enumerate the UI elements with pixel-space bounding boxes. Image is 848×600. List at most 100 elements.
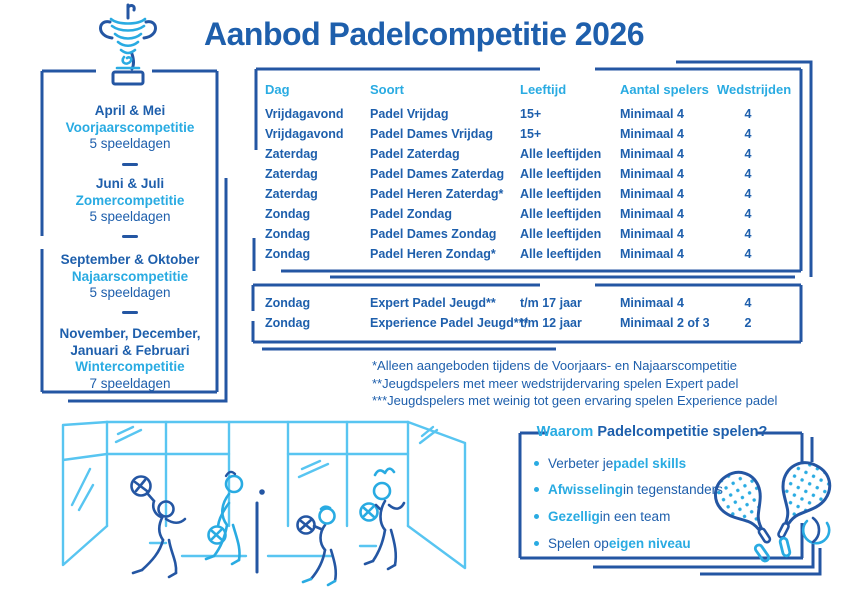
cell-soort: Padel Dames Zaterdag bbox=[370, 167, 505, 181]
bullet-highlight: padel skills bbox=[613, 455, 687, 471]
bullet-text: Spelen op bbox=[548, 535, 609, 551]
why-bullet: Spelen op eigen niveau bbox=[534, 530, 723, 557]
speeldagen-label: 5 speeldagen bbox=[89, 209, 171, 224]
cell-soort: Padel Dames Zondag bbox=[370, 227, 497, 241]
bullet-dot-icon bbox=[534, 460, 539, 466]
cell-wedstrijden: 4 bbox=[744, 147, 752, 161]
months-label: Juni & Juli bbox=[95, 176, 165, 191]
padel-court-illustration bbox=[61, 420, 467, 587]
cell-leeftijd: 15+ bbox=[520, 107, 542, 121]
cell-spelers: Minimaal 4 bbox=[620, 167, 684, 181]
cell-wedstrijden: 4 bbox=[744, 187, 752, 201]
cell-leeftijd: Alle leeftijden bbox=[520, 247, 602, 261]
cell-dag: Zondag bbox=[265, 207, 311, 221]
footnote: **Jeugdspelers met meer wedstrijdervarin… bbox=[372, 375, 739, 391]
cell-soort: Expert Padel Jeugd** bbox=[370, 296, 496, 310]
cell-dag: Zaterdag bbox=[265, 167, 318, 181]
bullet-highlight: Afwisseling bbox=[548, 482, 624, 498]
why-box-title: Waarom Padelcompetitie spelen? bbox=[537, 424, 768, 440]
cell-wedstrijden: 4 bbox=[744, 127, 752, 141]
why-bullet-list: Verbeter je padel skills Afwisseling in … bbox=[534, 450, 723, 556]
page-title: Aanbod Padelcompetitie 2026 bbox=[204, 16, 644, 52]
cell-soort: Padel Zaterdag bbox=[370, 147, 460, 161]
cell-leeftijd: Alle leeftijden bbox=[520, 167, 602, 181]
months-label: September & Oktober bbox=[60, 252, 200, 267]
bullet-dot-icon bbox=[534, 513, 539, 519]
bullet-text: in een team bbox=[599, 508, 671, 524]
competition-name: Najaarscompetitie bbox=[71, 268, 189, 284]
season-block: November, December, Januari & Februari W… bbox=[42, 326, 218, 392]
bullet-text: in tegenstanders bbox=[623, 482, 723, 498]
competition-table: Dag Soort Leeftijd Aantal spelers Wedstr… bbox=[265, 79, 792, 264]
season-block: September & Oktober Najaarscompetitie 5 … bbox=[42, 252, 218, 302]
cell-dag: Zaterdag bbox=[265, 147, 318, 161]
divider-dash bbox=[122, 311, 138, 314]
season-block: Juni & Juli Zomercompetitie 5 speeldagen bbox=[42, 176, 218, 226]
cell-dag: Zondag bbox=[265, 227, 311, 241]
cell-leeftijd: t/m 12 jaar bbox=[520, 316, 582, 330]
cell-spelers: Minimaal 4 bbox=[620, 227, 684, 241]
cell-spelers: Minimaal 4 bbox=[620, 247, 684, 261]
cell-wedstrijden: 4 bbox=[744, 227, 752, 241]
cell-spelers: Minimaal 4 bbox=[620, 147, 684, 161]
season-block: April & Mei Voorjaarscompetitie 5 speeld… bbox=[42, 103, 218, 153]
cell-spelers: Minimaal 4 bbox=[620, 187, 684, 201]
months-label: November, December, Januari & Februari bbox=[59, 326, 201, 358]
col-header-aantal-spelers: Aantal spelers bbox=[620, 82, 709, 97]
cell-dag: Vrijdagavond bbox=[265, 107, 344, 121]
cell-wedstrijden: 4 bbox=[744, 107, 752, 121]
divider-dash bbox=[122, 235, 138, 238]
cell-dag: Zondag bbox=[265, 296, 311, 310]
divider-dash bbox=[122, 163, 138, 166]
speeldagen-label: 7 speeldagen bbox=[89, 375, 171, 391]
why-title-rest: Padelcompetitie spelen? bbox=[593, 424, 768, 440]
cell-dag: Vrijdagavond bbox=[265, 127, 344, 141]
cell-dag: Zaterdag bbox=[265, 187, 318, 201]
bullet-dot-icon bbox=[534, 487, 539, 493]
col-header-dag: Dag bbox=[265, 82, 290, 97]
cell-soort: Padel Dames Vrijdag bbox=[370, 127, 493, 141]
cell-wedstrijden: 4 bbox=[744, 247, 752, 261]
col-header-leeftijd: Leeftijd bbox=[520, 82, 567, 97]
competition-name: Voorjaarscompetitie bbox=[65, 119, 195, 135]
cell-dag: Zondag bbox=[265, 316, 311, 330]
cell-soort: Padel Heren Zondag* bbox=[370, 247, 496, 261]
competition-name: Wintercompetitie bbox=[75, 359, 185, 374]
youth-table: Zondag Expert Padel Jeugd** t/m 17 jaar … bbox=[265, 293, 779, 333]
col-header-soort: Soort bbox=[370, 82, 404, 97]
cell-dag: Zondag bbox=[265, 247, 311, 261]
col-header-wedstrijden: Wedstrijden bbox=[717, 82, 792, 97]
bullet-highlight: Gezellig bbox=[548, 508, 600, 524]
cell-leeftijd: Alle leeftijden bbox=[520, 187, 602, 201]
cell-leeftijd: Alle leeftijden bbox=[520, 207, 602, 221]
footnote: *Alleen aangeboden tijdens de Voorjaars-… bbox=[372, 358, 737, 373]
speeldagen-label: 5 speeldagen bbox=[89, 285, 171, 300]
months-label: April & Mei bbox=[94, 103, 166, 118]
why-bullet: Gezellig in een team bbox=[534, 503, 723, 530]
cell-wedstrijden: 4 bbox=[744, 207, 752, 221]
cell-leeftijd: t/m 17 jaar bbox=[520, 296, 582, 310]
cell-wedstrijden: 2 bbox=[744, 316, 752, 330]
cell-leeftijd: Alle leeftijden bbox=[520, 227, 602, 241]
padel-rackets-illustration bbox=[714, 461, 832, 563]
cell-wedstrijden: 4 bbox=[744, 296, 752, 310]
cell-spelers: Minimaal 4 bbox=[620, 127, 684, 141]
cell-spelers: Minimaal 4 bbox=[620, 207, 684, 221]
cell-leeftijd: 15+ bbox=[520, 127, 542, 141]
cell-leeftijd: Alle leeftijden bbox=[520, 147, 602, 161]
why-bullet: Verbeter je padel skills bbox=[534, 450, 723, 477]
cell-spelers: Minimaal 4 bbox=[620, 107, 684, 121]
cell-soort: Padel Heren Zaterdag* bbox=[370, 187, 504, 201]
trophy-icon bbox=[99, 3, 157, 86]
cell-soort: Experience Padel Jeugd*** bbox=[370, 316, 529, 330]
why-bullet: Afwisseling in tegenstanders bbox=[534, 477, 723, 504]
speeldagen-label: 5 speeldagen bbox=[89, 136, 171, 151]
footnote: ***Jeugdspelers met weinig tot geen erva… bbox=[372, 393, 778, 408]
cell-wedstrijden: 4 bbox=[744, 167, 752, 181]
cell-soort: Padel Zondag bbox=[370, 207, 452, 221]
bullet-text: Verbeter je bbox=[548, 455, 614, 471]
why-title-highlight: Waarom bbox=[536, 424, 594, 440]
cell-soort: Padel Vrijdag bbox=[370, 107, 449, 121]
